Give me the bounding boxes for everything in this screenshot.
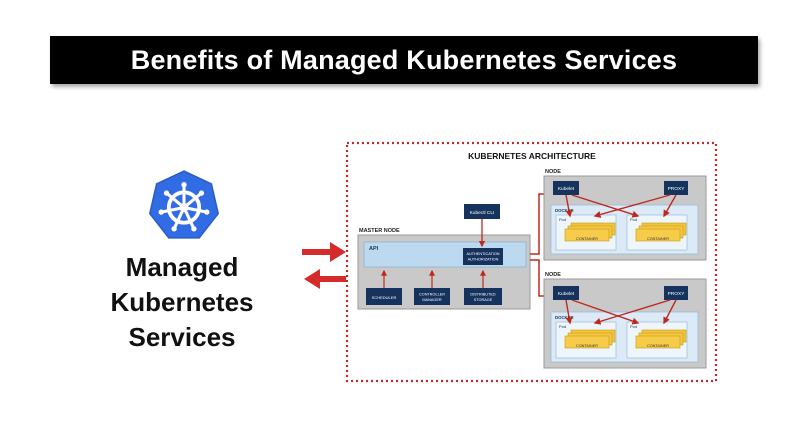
node-1-kubelet-label: Kubelet (558, 186, 575, 192)
node-2-proxy-label: PROXY (668, 291, 686, 297)
controller-label-2: MANAGER (422, 298, 441, 302)
kubectl-label: Kubectl CLI (470, 210, 495, 216)
node-2-container-a: CONTAINER (576, 344, 598, 348)
architecture-title: KUBERNETES ARCHITECTURE (468, 151, 596, 161)
auth-label-1: AUTHENTICATION (466, 252, 499, 256)
api-label: API (369, 246, 379, 252)
node-1-container-b: CONTAINER (647, 237, 669, 241)
kubernetes-helm-icon (148, 170, 220, 239)
master-node-label: MASTER NODE (359, 228, 400, 234)
left-label-line-1: Managed (125, 252, 239, 282)
node-1-label: NODE (545, 169, 561, 175)
controller-box (414, 288, 450, 305)
node-2-pod-b-label: Pod (630, 324, 637, 329)
node-1-container-a: CONTAINER (576, 237, 598, 241)
scheduler-box (366, 288, 402, 305)
node-1-proxy-label: PROXY (668, 186, 686, 192)
node-2-docker-label: DOCKER (555, 315, 575, 320)
kubectl-box (464, 204, 500, 219)
left-label-line-3: Services (128, 322, 236, 352)
node-2-kubelet-box (553, 286, 579, 300)
page-title: Benefits of Managed Kubernetes Services (130, 44, 678, 75)
title-bar: Benefits of Managed Kubernetes Services (50, 36, 758, 84)
auth-box (463, 248, 503, 265)
node-1-pod-a-label: Pod (559, 217, 566, 222)
node-2-pod-a-label: Pod (559, 324, 566, 329)
outbound-arrow (304, 269, 346, 289)
storage-label-1: DISTRIBUTED (470, 293, 496, 297)
node-2-container-b: CONTAINER (647, 344, 669, 348)
inbound-arrow (302, 242, 346, 262)
scheduler-label: SCHEDULER (372, 295, 397, 300)
node-1-docker-label: DOCKER (555, 208, 575, 213)
node-1-pod-b-label: Pod (630, 217, 637, 222)
auth-label-2: AUTHORIZATION (468, 258, 499, 262)
controller-label-1: CONTROLLER (419, 293, 445, 297)
storage-label-2: STORAGE (474, 298, 493, 302)
node-1-proxy-box (664, 181, 688, 195)
left-label-line-2: Kubernetes (110, 287, 254, 317)
worker-node-1: NODE Kubelet PROXY DOCKER Pod CONTAINER … (543, 169, 707, 261)
node-2-kubelet-label: Kubelet (558, 291, 575, 297)
node-2-proxy-box (664, 286, 688, 300)
managed-kubernetes-label: Managed Kubernetes Services (92, 250, 272, 355)
node-2-label: NODE (545, 272, 561, 278)
node-1-kubelet-box (553, 181, 579, 195)
storage-box (464, 288, 502, 305)
worker-node-2: NODE Kubelet PROXY DOCKER Pod CONTAINER … (543, 272, 707, 369)
